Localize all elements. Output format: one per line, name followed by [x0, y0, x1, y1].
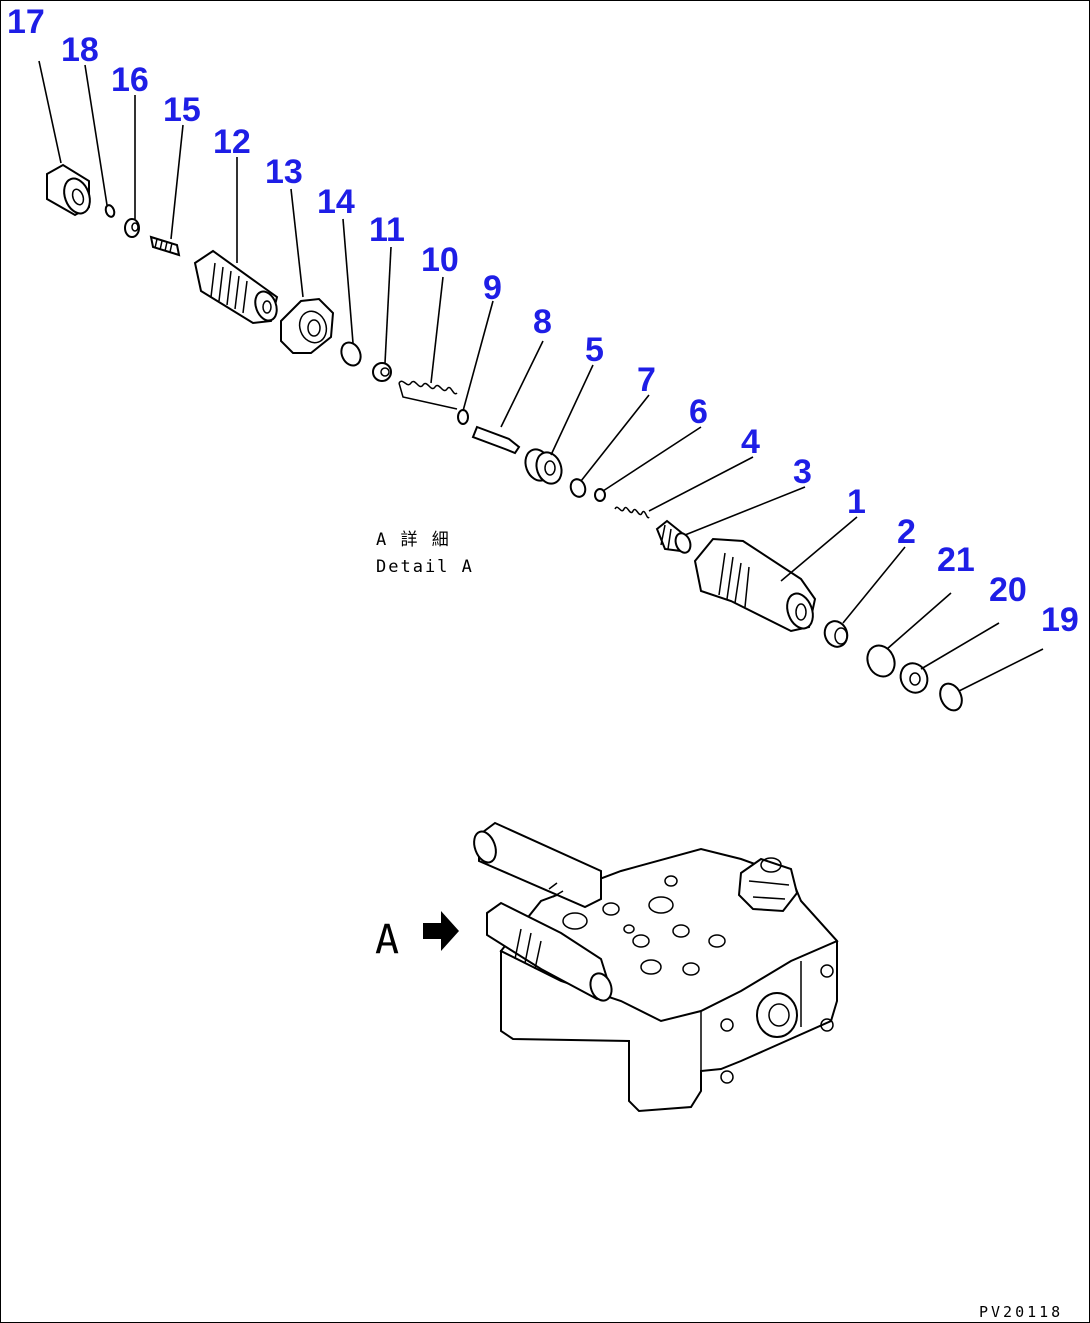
- callout-16: 16: [111, 61, 149, 99]
- callout-19: 19: [1041, 601, 1079, 639]
- callout-7: 7: [637, 361, 656, 399]
- callout-9: 9: [483, 269, 502, 307]
- callout-6: 6: [689, 393, 708, 431]
- part-9-ring: [457, 409, 469, 425]
- callout-11: 11: [369, 211, 405, 249]
- callout-4: 4: [741, 423, 760, 461]
- part-7-ring: [569, 478, 587, 498]
- callout-8: 8: [533, 303, 552, 341]
- part-10-spring: [398, 380, 458, 410]
- callout-14: 14: [317, 183, 355, 221]
- callout-15: 15: [163, 91, 201, 129]
- callout-2: 2: [897, 513, 916, 551]
- part-14-oring: [340, 341, 362, 367]
- part-19-oring: [939, 682, 963, 712]
- callout-1: 1: [847, 483, 866, 521]
- callout-3: 3: [793, 453, 812, 491]
- part-2-plug: [823, 620, 849, 648]
- part-21-oring: [866, 644, 896, 678]
- view-arrow: [423, 911, 459, 951]
- callouts: 17 18 16 15 12 13 14 11 10 9 8 5 7 6 4 3…: [7, 3, 1079, 639]
- detail-caption-jp: A 詳 細: [376, 530, 451, 550]
- part-8-poppet: [471, 425, 521, 455]
- part-17-cap: [46, 163, 91, 217]
- part-11-seat: [372, 362, 392, 382]
- part-6-ball: [594, 488, 606, 502]
- callout-20: 20: [989, 571, 1027, 609]
- part-12-body: [193, 249, 279, 325]
- callout-21: 21: [937, 541, 975, 579]
- callout-17: 17: [7, 3, 45, 41]
- part-5-sleeve: [524, 448, 563, 485]
- part-1-main-body: [693, 537, 817, 633]
- part-13-locknut: [280, 297, 335, 354]
- callout-18: 18: [61, 31, 99, 69]
- part-4-spring: [614, 506, 650, 519]
- detail-caption-en: Detail A: [376, 557, 474, 577]
- callout-5: 5: [585, 331, 604, 369]
- valve-assembly: [473, 821, 839, 1113]
- part-3-piston: [655, 519, 692, 554]
- part-16-nut: [124, 218, 140, 238]
- leader-lines: [38, 60, 1044, 692]
- view-marker-label: A: [375, 917, 399, 963]
- part-15-screw: [149, 235, 181, 257]
- part-18-seal: [104, 204, 116, 218]
- part-20-washer: [899, 662, 929, 694]
- callout-12: 12: [213, 123, 251, 161]
- drawing-code: PV20118: [979, 1303, 1063, 1321]
- callout-10: 10: [421, 241, 459, 279]
- callout-13: 13: [265, 153, 303, 191]
